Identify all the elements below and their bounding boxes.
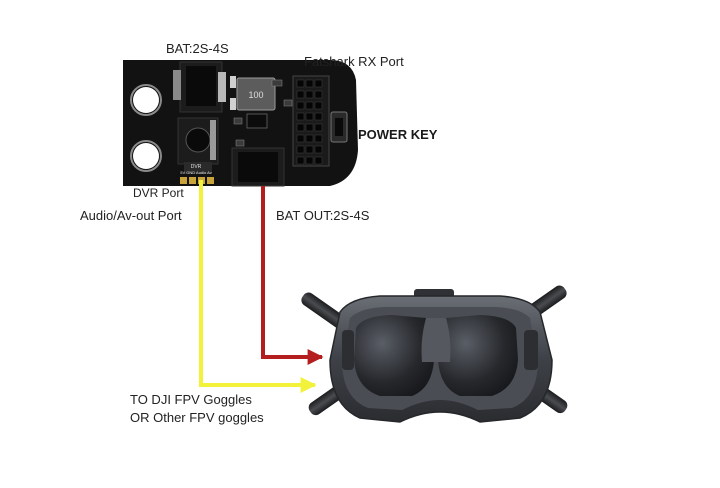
mounting-hole-bottom-ring <box>130 140 162 172</box>
nose-bridge <box>421 318 451 362</box>
fpv-goggles <box>301 285 568 423</box>
pcb-board: 100 DVR <box>123 60 358 187</box>
ic-chip <box>246 113 268 129</box>
right-lens <box>437 315 518 396</box>
audio-port-label: Audio/Av-out Port <box>80 208 182 223</box>
dvr-silk: DVR <box>191 164 202 170</box>
mounting-hole-bottom <box>133 143 159 169</box>
mounting-hole-top-ring <box>130 84 162 116</box>
mounting-hole-top <box>133 87 159 113</box>
inductor-marking: 100 <box>248 90 263 100</box>
inductor <box>236 77 276 111</box>
pin-header-silk: 5V GND Audio Av <box>180 170 212 175</box>
power-key-label: POWER KEY <box>358 127 438 142</box>
dvr-port-label: DVR Port <box>133 186 184 200</box>
left-lens <box>354 315 435 396</box>
audio-wire <box>199 180 317 393</box>
fatshark-port-label: Fatshark RX Port <box>304 54 404 69</box>
header-pins <box>296 79 323 165</box>
battery-output-label: BAT OUT:2S-4S <box>276 208 370 223</box>
power-wire <box>261 186 324 365</box>
goggles-label-line2: OR Other FPV goggles <box>130 410 264 425</box>
battery-input-label: BAT:2S-4S <box>166 41 229 56</box>
goggles-label-line1: TO DJI FPV Goggles <box>130 392 252 407</box>
